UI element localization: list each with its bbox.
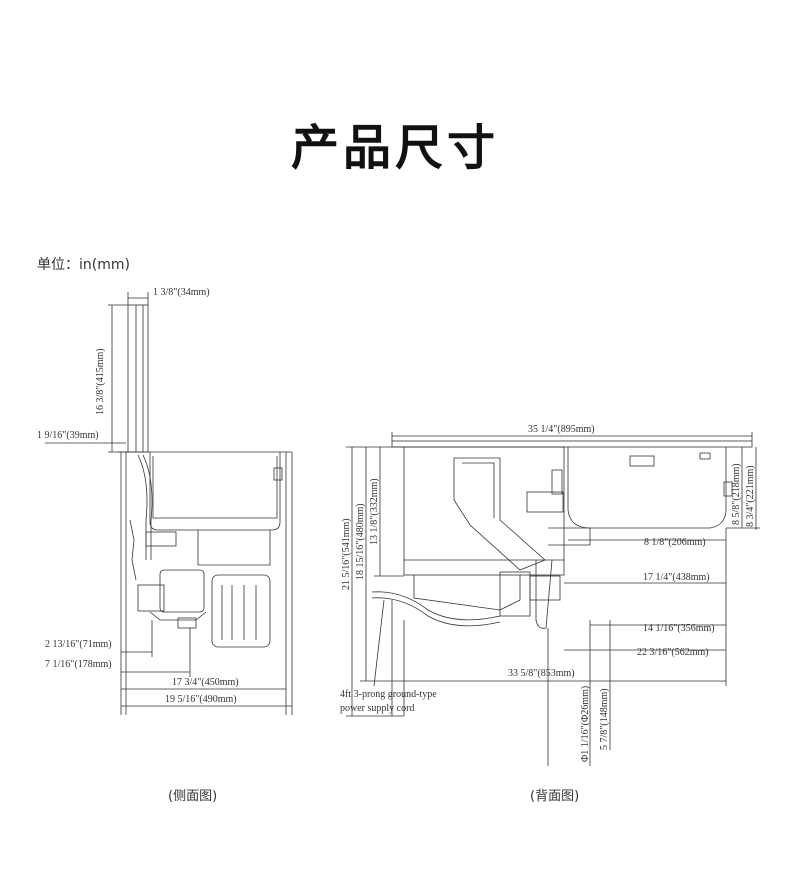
cord-note-line1: 4ft 3-prong ground-type bbox=[340, 689, 437, 700]
dim-h332: 13 1/8"(332mm) bbox=[369, 478, 380, 545]
dim-h541: 21 5/16"(541mm) bbox=[341, 518, 352, 590]
dim-lid-thickness: 1 3/8"(34mm) bbox=[153, 287, 210, 298]
back-view-caption: (背面图) bbox=[530, 789, 580, 804]
dim-lid-height: 16 3/8"(415mm) bbox=[95, 348, 106, 415]
dim-w853: 33 5/8"(853mm) bbox=[508, 668, 575, 679]
dim-w356: 14 1/16"(356mm) bbox=[643, 623, 715, 634]
dim-h480: 18 15/16"(480mm) bbox=[355, 503, 366, 580]
unit-label: 单位：in(mm) bbox=[37, 257, 130, 273]
dim-w438: 17 1/4"(438mm) bbox=[643, 572, 710, 583]
page-title: 产品尺寸 bbox=[290, 120, 499, 176]
dim-top-offset: 1 9/16"(39mm) bbox=[37, 430, 99, 441]
side-view-caption: (侧面图) bbox=[168, 789, 218, 804]
dim-450: 17 3/4"(450mm) bbox=[172, 677, 239, 688]
dim-d148: 5 7/8"(148mm) bbox=[599, 688, 610, 750]
dim-width-top: 35 1/4"(895mm) bbox=[528, 424, 595, 435]
dim-w206: 8 1/8"(206mm) bbox=[644, 537, 706, 548]
dim-h218: 8 5/8"(218mm) bbox=[731, 463, 742, 525]
dim-w562: 22 3/16"(562mm) bbox=[637, 647, 709, 658]
dim-178: 7 1/16"(178mm) bbox=[45, 659, 112, 670]
dim-phi26: Φ1 1/16"(Φ26mm) bbox=[580, 686, 591, 762]
dim-490: 19 5/16"(490mm) bbox=[165, 694, 237, 705]
dim-71: 2 13/16"(71mm) bbox=[45, 639, 112, 650]
side-view-drawing bbox=[45, 292, 293, 715]
back-view-drawing bbox=[346, 432, 760, 766]
cord-note-line2: power supply cord bbox=[340, 703, 414, 714]
dim-h221: 8 3/4"(221mm) bbox=[745, 465, 756, 527]
